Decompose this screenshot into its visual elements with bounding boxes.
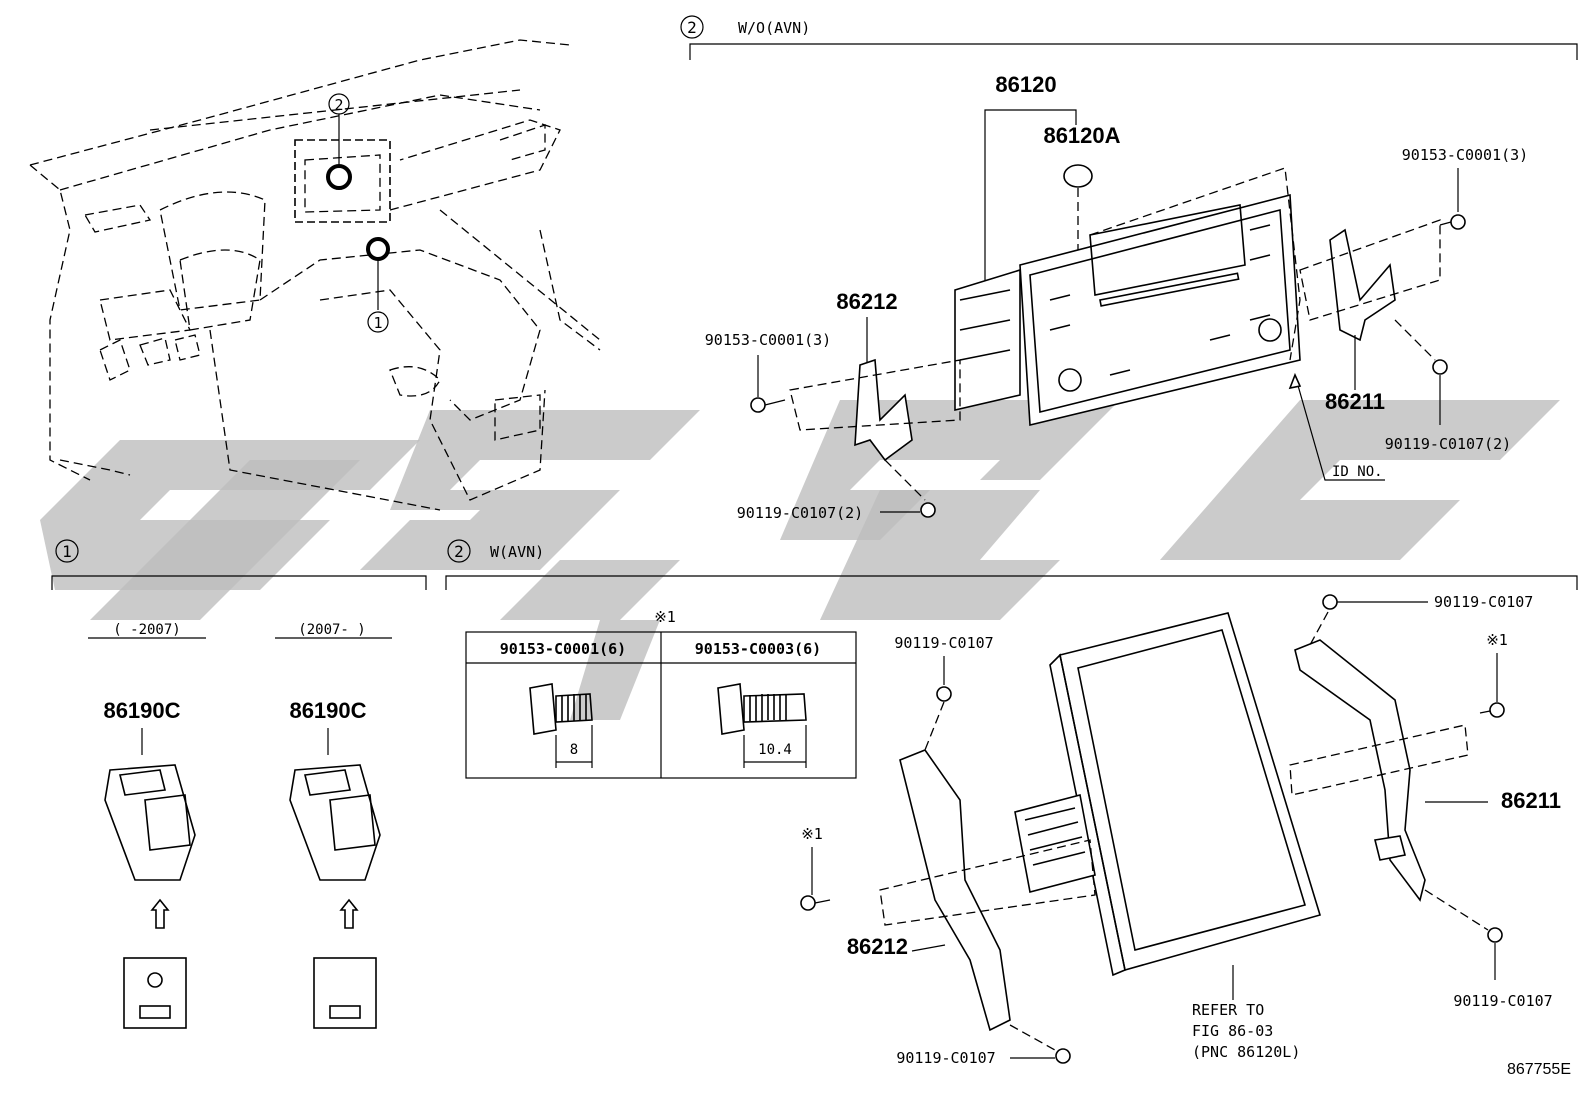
knob-86120A	[1063, 164, 1093, 188]
refer-line3: (PNC 86120L)	[1192, 1043, 1300, 1061]
label-86212-avn: 86212	[847, 934, 908, 959]
top-section-label: W/O(AVN)	[738, 19, 810, 37]
left-section: 1 ( -2007) (2007- ) 86190C 86190C	[51, 539, 427, 1029]
label-86211-top: 86211	[1325, 389, 1385, 414]
label-id-no: ID NO.	[1332, 464, 1383, 480]
year-range-early: ( -2007)	[113, 622, 180, 638]
label-usb-late: 86190C	[289, 698, 366, 723]
label-screw-top-bottom: 90119-C0107(2)	[737, 504, 863, 522]
avn-screw-top-right	[1322, 594, 1338, 610]
figure-id: 867755E	[1507, 1061, 1571, 1078]
label-avn-screw-bottom-left: 90119-C0107	[896, 1049, 995, 1067]
avn-screw-bottom-left	[1055, 1048, 1071, 1064]
location-marker-2	[326, 164, 352, 190]
label-screw-top-right: 90153-C0001(3)	[1402, 146, 1528, 164]
screw-top-right	[1450, 214, 1466, 230]
screw-top-bottom	[920, 502, 936, 518]
label-86120: 86120	[995, 72, 1056, 97]
label-screw-top-right-lower: 90119-C0107(2)	[1385, 435, 1511, 453]
label-86212-top: 86212	[836, 289, 897, 314]
screw-top-right-lower	[1432, 359, 1448, 375]
top-section-header: 2 W/O(AVN)	[680, 15, 1578, 60]
location-marker-1	[366, 237, 390, 261]
label-86120A: 86120A	[1043, 123, 1120, 148]
left-section-number: 1	[62, 542, 72, 561]
radio-assembly-top: 86120 86120A 86212 90153-C0001(3) 90119-…	[705, 72, 1528, 522]
year-range-late: (2007- )	[298, 622, 365, 638]
avn-bracket-left	[899, 749, 1011, 1032]
table-dim1: 8	[570, 742, 578, 758]
usb-port-late	[289, 764, 381, 881]
label-screw-top-left: 90153-C0001(3)	[705, 331, 831, 349]
overview-marker-2: 2	[334, 96, 343, 114]
top-section-number: 2	[687, 18, 697, 37]
label-avn-screw-bottom-right: 90119-C0107	[1453, 992, 1552, 1010]
label-avn-screw-top-right: 90119-C0107	[1434, 593, 1533, 611]
table-dim2: 10.4	[758, 742, 792, 758]
avn-screw-bottom-right	[1487, 927, 1503, 943]
table-note: ※1	[654, 608, 676, 626]
avn-bracket-right	[1294, 639, 1426, 902]
avn-section-number: 2	[454, 542, 464, 561]
avn-screw-left	[800, 895, 816, 911]
table-col2: 90153-C0003(6)	[695, 640, 821, 658]
refer-line2: FIG 86-03	[1192, 1022, 1273, 1040]
refer-line1: REFER TO	[1192, 1001, 1264, 1019]
avn-display	[1059, 612, 1322, 972]
usb-port-early	[104, 764, 196, 881]
avn-note-right: ※1	[1486, 631, 1508, 649]
avn-screw-right	[1489, 702, 1505, 718]
label-avn-screw-top-left: 90119-C0107	[894, 634, 993, 652]
avn-section: 2 W(AVN) ※1 90153-C0001(6) 90153-C0003(6…	[445, 539, 1578, 1067]
avn-section-label: W(AVN)	[490, 543, 544, 561]
label-86211-avn: 86211	[1501, 788, 1561, 813]
screw-top-left	[750, 397, 766, 413]
avn-note-left: ※1	[801, 825, 823, 843]
label-usb-early: 86190C	[103, 698, 180, 723]
overview-marker-1: 1	[373, 314, 382, 332]
table-col1: 90153-C0001(6)	[500, 640, 626, 658]
dashboard-overview: 2 1	[29, 39, 601, 511]
avn-screw-top-left	[936, 686, 952, 702]
